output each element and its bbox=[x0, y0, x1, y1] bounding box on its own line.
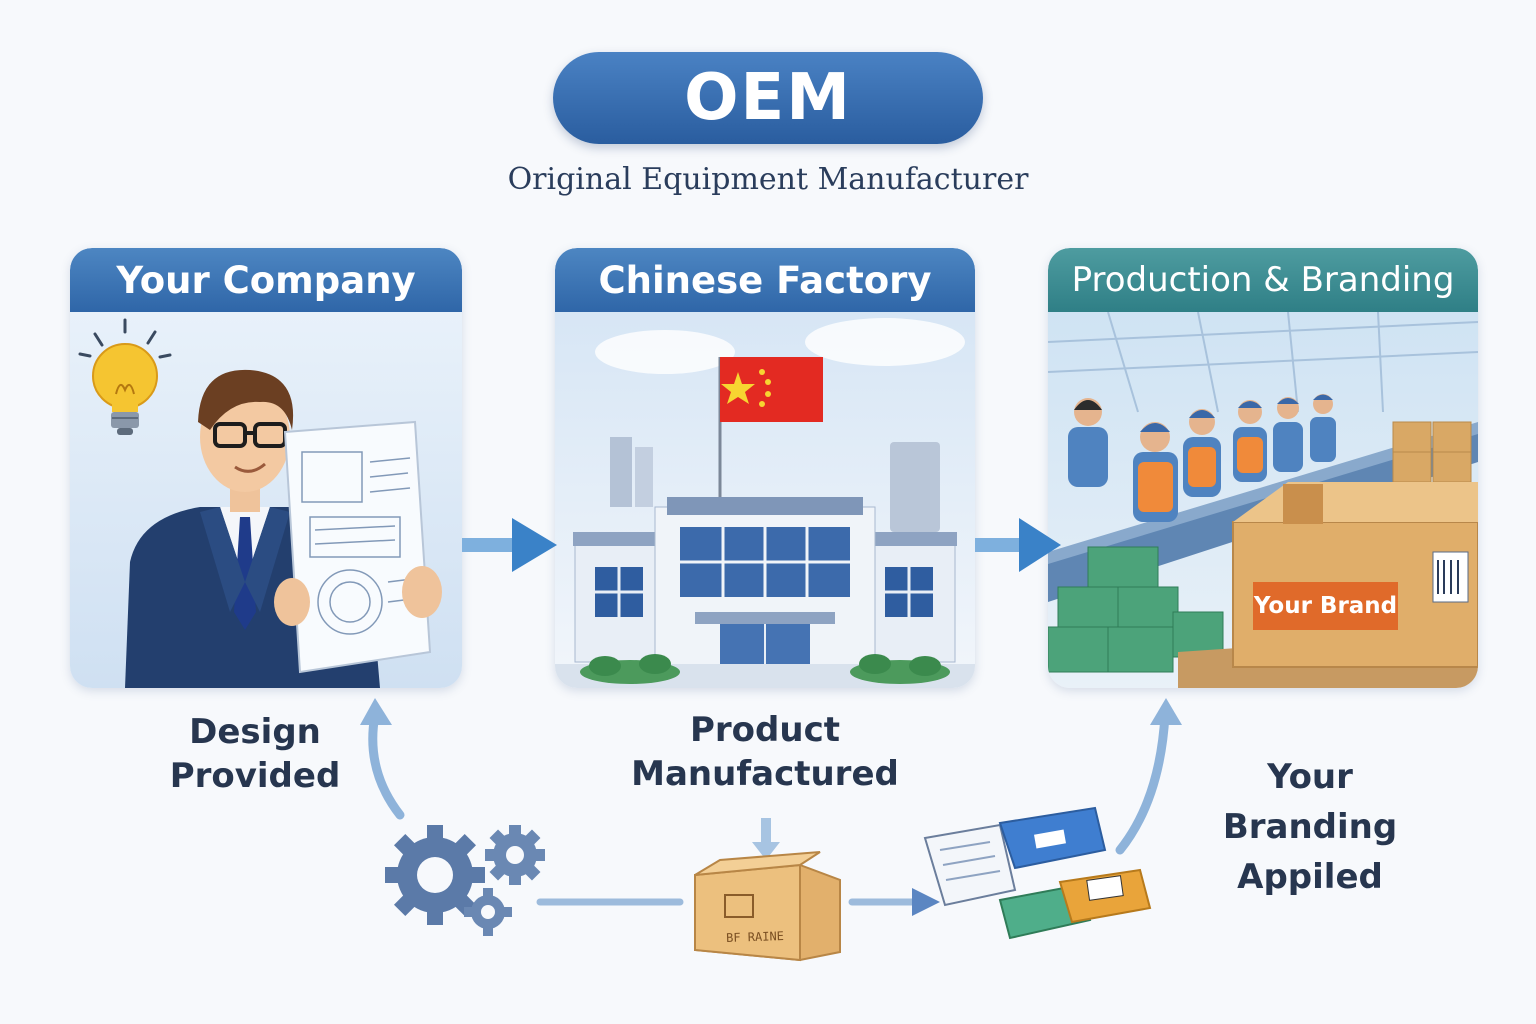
panel-chinese-factory-illustration bbox=[555, 312, 975, 688]
brand-box bbox=[1178, 482, 1478, 688]
packaging-materials-icon bbox=[923, 806, 1152, 940]
assembly-line-workers bbox=[1068, 394, 1336, 522]
caption-design-line1: Design bbox=[189, 712, 321, 752]
gear-icon bbox=[385, 825, 545, 936]
caption-design-line2: Provided bbox=[169, 756, 341, 796]
panel-chinese-factory: Chinese Factory bbox=[555, 248, 975, 688]
down-arrow bbox=[752, 818, 780, 860]
caption-design-provided: Design Provided bbox=[140, 710, 370, 798]
caption-branding-line3: Appiled bbox=[1237, 857, 1383, 897]
arrow-factory-to-production bbox=[975, 518, 1061, 572]
panel-production-heading: Production & Branding bbox=[1048, 248, 1478, 312]
caption-product-line2: Manufactured bbox=[631, 754, 899, 794]
panel-your-company: Your Company bbox=[70, 248, 462, 688]
brand-label: Your Brand bbox=[1253, 593, 1398, 619]
panel-your-company-heading: Your Company bbox=[70, 248, 462, 312]
curved-arrow-left bbox=[360, 698, 405, 820]
panel-production-branding: Your Brand Production & Branding bbox=[1048, 248, 1478, 688]
curved-arrow-right bbox=[1115, 698, 1182, 855]
caption-branding-line1: Your bbox=[1267, 757, 1353, 797]
title-banner: OEM bbox=[553, 52, 983, 144]
panel-chinese-factory-heading: Chinese Factory bbox=[555, 248, 975, 312]
lightbulb-icon bbox=[78, 318, 172, 435]
caption-branding-applied: Your Branding Appiled bbox=[1200, 752, 1420, 902]
caption-product-line1: Product bbox=[690, 710, 840, 750]
caption-branding-line2: Branding bbox=[1222, 807, 1398, 847]
caption-product-manufactured: Product Manufactured bbox=[610, 708, 920, 796]
page-subtitle: Original Equipment Manufacturer bbox=[507, 162, 1029, 197]
panel-your-company-illustration bbox=[70, 312, 462, 688]
bottom-flow bbox=[360, 698, 1182, 962]
china-flag-icon bbox=[718, 357, 823, 512]
blueprint-document bbox=[274, 420, 442, 674]
factory-building bbox=[555, 437, 975, 688]
page-title: OEM bbox=[684, 61, 852, 135]
cardboard-box-icon bbox=[694, 851, 841, 962]
panel-production-illustration: Your Brand bbox=[1048, 312, 1478, 688]
arrow-company-to-factory bbox=[462, 518, 557, 572]
